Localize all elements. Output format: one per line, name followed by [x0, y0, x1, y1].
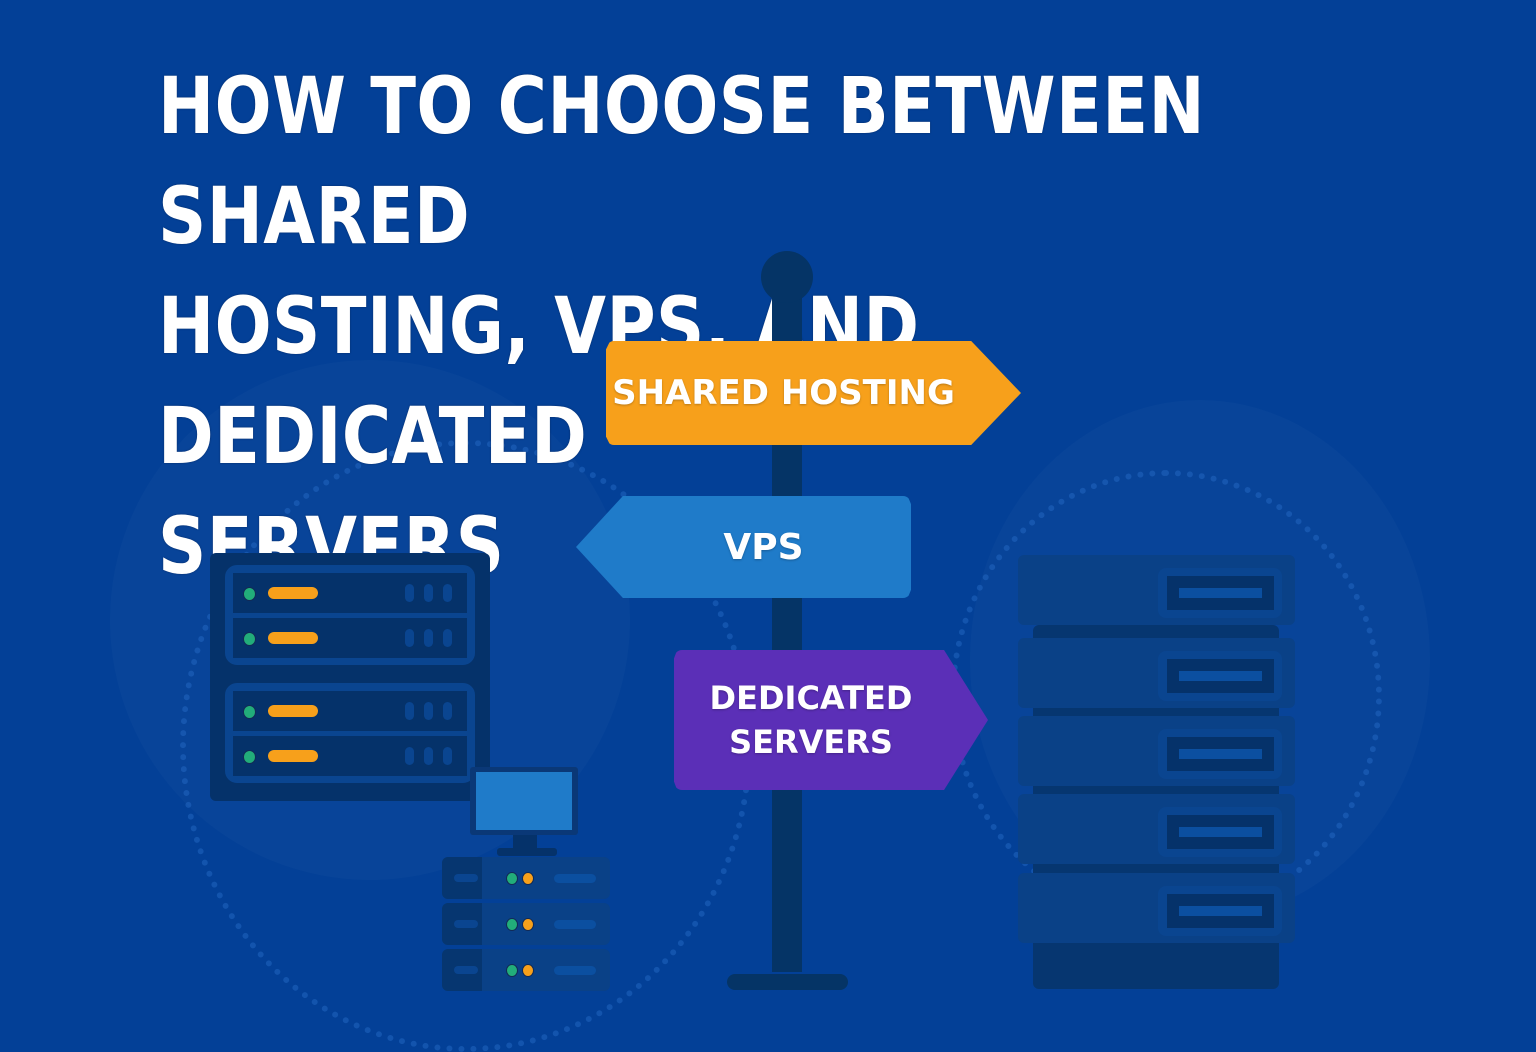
tower-unit: [1018, 638, 1295, 708]
vent-icon: [405, 584, 414, 602]
vent-icon: [405, 702, 414, 720]
rack-unit: [233, 573, 467, 613]
vent-icon: [424, 629, 433, 647]
drive-bar-icon: [554, 966, 596, 975]
vent-icon: [405, 747, 414, 765]
vent-icon: [443, 702, 452, 720]
drive-slot-icon: [454, 874, 478, 882]
tower-unit: [1018, 555, 1295, 625]
rack-unit: [233, 618, 467, 658]
activity-bar-icon: [268, 587, 318, 599]
status-led-icon: [506, 872, 518, 885]
sign-dedicated-label-line-2: SERVERS: [729, 723, 893, 761]
sign-dedicated-label-line-1: DEDICATED: [709, 679, 913, 717]
activity-led-icon: [522, 918, 534, 931]
drive-slot-icon: [454, 966, 478, 974]
vent-icon: [424, 584, 433, 602]
monitor-foot: [497, 848, 557, 856]
status-led-icon: [243, 750, 256, 764]
rack-group-top: [225, 565, 475, 665]
activity-bar-icon: [268, 632, 318, 644]
vent-icon: [443, 584, 452, 602]
mini-server-unit: [442, 903, 610, 945]
status-led-icon: [243, 587, 256, 601]
monitor-stand: [513, 835, 537, 849]
rack-unit: [233, 736, 467, 776]
sign-shared-hosting-label: SHARED HOSTING: [612, 373, 955, 413]
vent-icon: [443, 629, 452, 647]
sign-shared-hosting: SHARED HOSTING: [606, 341, 1021, 445]
status-led-icon: [506, 918, 518, 931]
drive-bar-icon: [554, 874, 596, 883]
signpost-base: [727, 974, 848, 990]
drive-slot-icon: [454, 920, 478, 928]
drive-bar-icon: [554, 920, 596, 929]
mini-server-unit: [442, 949, 610, 991]
drive-bay-icon: [1158, 807, 1282, 857]
mini-server-unit: [442, 857, 610, 899]
status-led-icon: [243, 705, 256, 719]
drive-bay-icon: [1158, 886, 1282, 936]
status-led-icon: [243, 632, 256, 646]
monitor-icon: [470, 767, 578, 835]
tower-unit: [1018, 873, 1295, 943]
sign-vps: VPS: [576, 496, 911, 598]
tower-unit: [1018, 794, 1295, 864]
sign-dedicated-servers: DEDICATED SERVERS: [674, 650, 988, 790]
status-led-icon: [506, 964, 518, 977]
rack-group-bottom: [225, 683, 475, 783]
signpost-cap: [761, 251, 813, 303]
server-rack-icon: [210, 553, 490, 801]
mini-server-face: [442, 903, 482, 945]
activity-bar-icon: [268, 705, 318, 717]
activity-led-icon: [522, 872, 534, 885]
drive-bay-icon: [1158, 729, 1282, 779]
mini-server-face: [442, 949, 482, 991]
mini-server-face: [442, 857, 482, 899]
title-line-1: HOW TO CHOOSE BETWEEN SHARED: [158, 62, 1206, 262]
vent-icon: [443, 747, 452, 765]
drive-bay-icon: [1158, 651, 1282, 701]
sign-vps-label: VPS: [723, 526, 804, 568]
vent-icon: [424, 702, 433, 720]
activity-led-icon: [522, 964, 534, 977]
activity-bar-icon: [268, 750, 318, 762]
monitor-screen: [476, 772, 572, 830]
vent-icon: [405, 629, 414, 647]
drive-bay-icon: [1158, 568, 1282, 618]
vent-icon: [424, 747, 433, 765]
rack-unit: [233, 691, 467, 731]
tower-unit: [1018, 716, 1295, 786]
